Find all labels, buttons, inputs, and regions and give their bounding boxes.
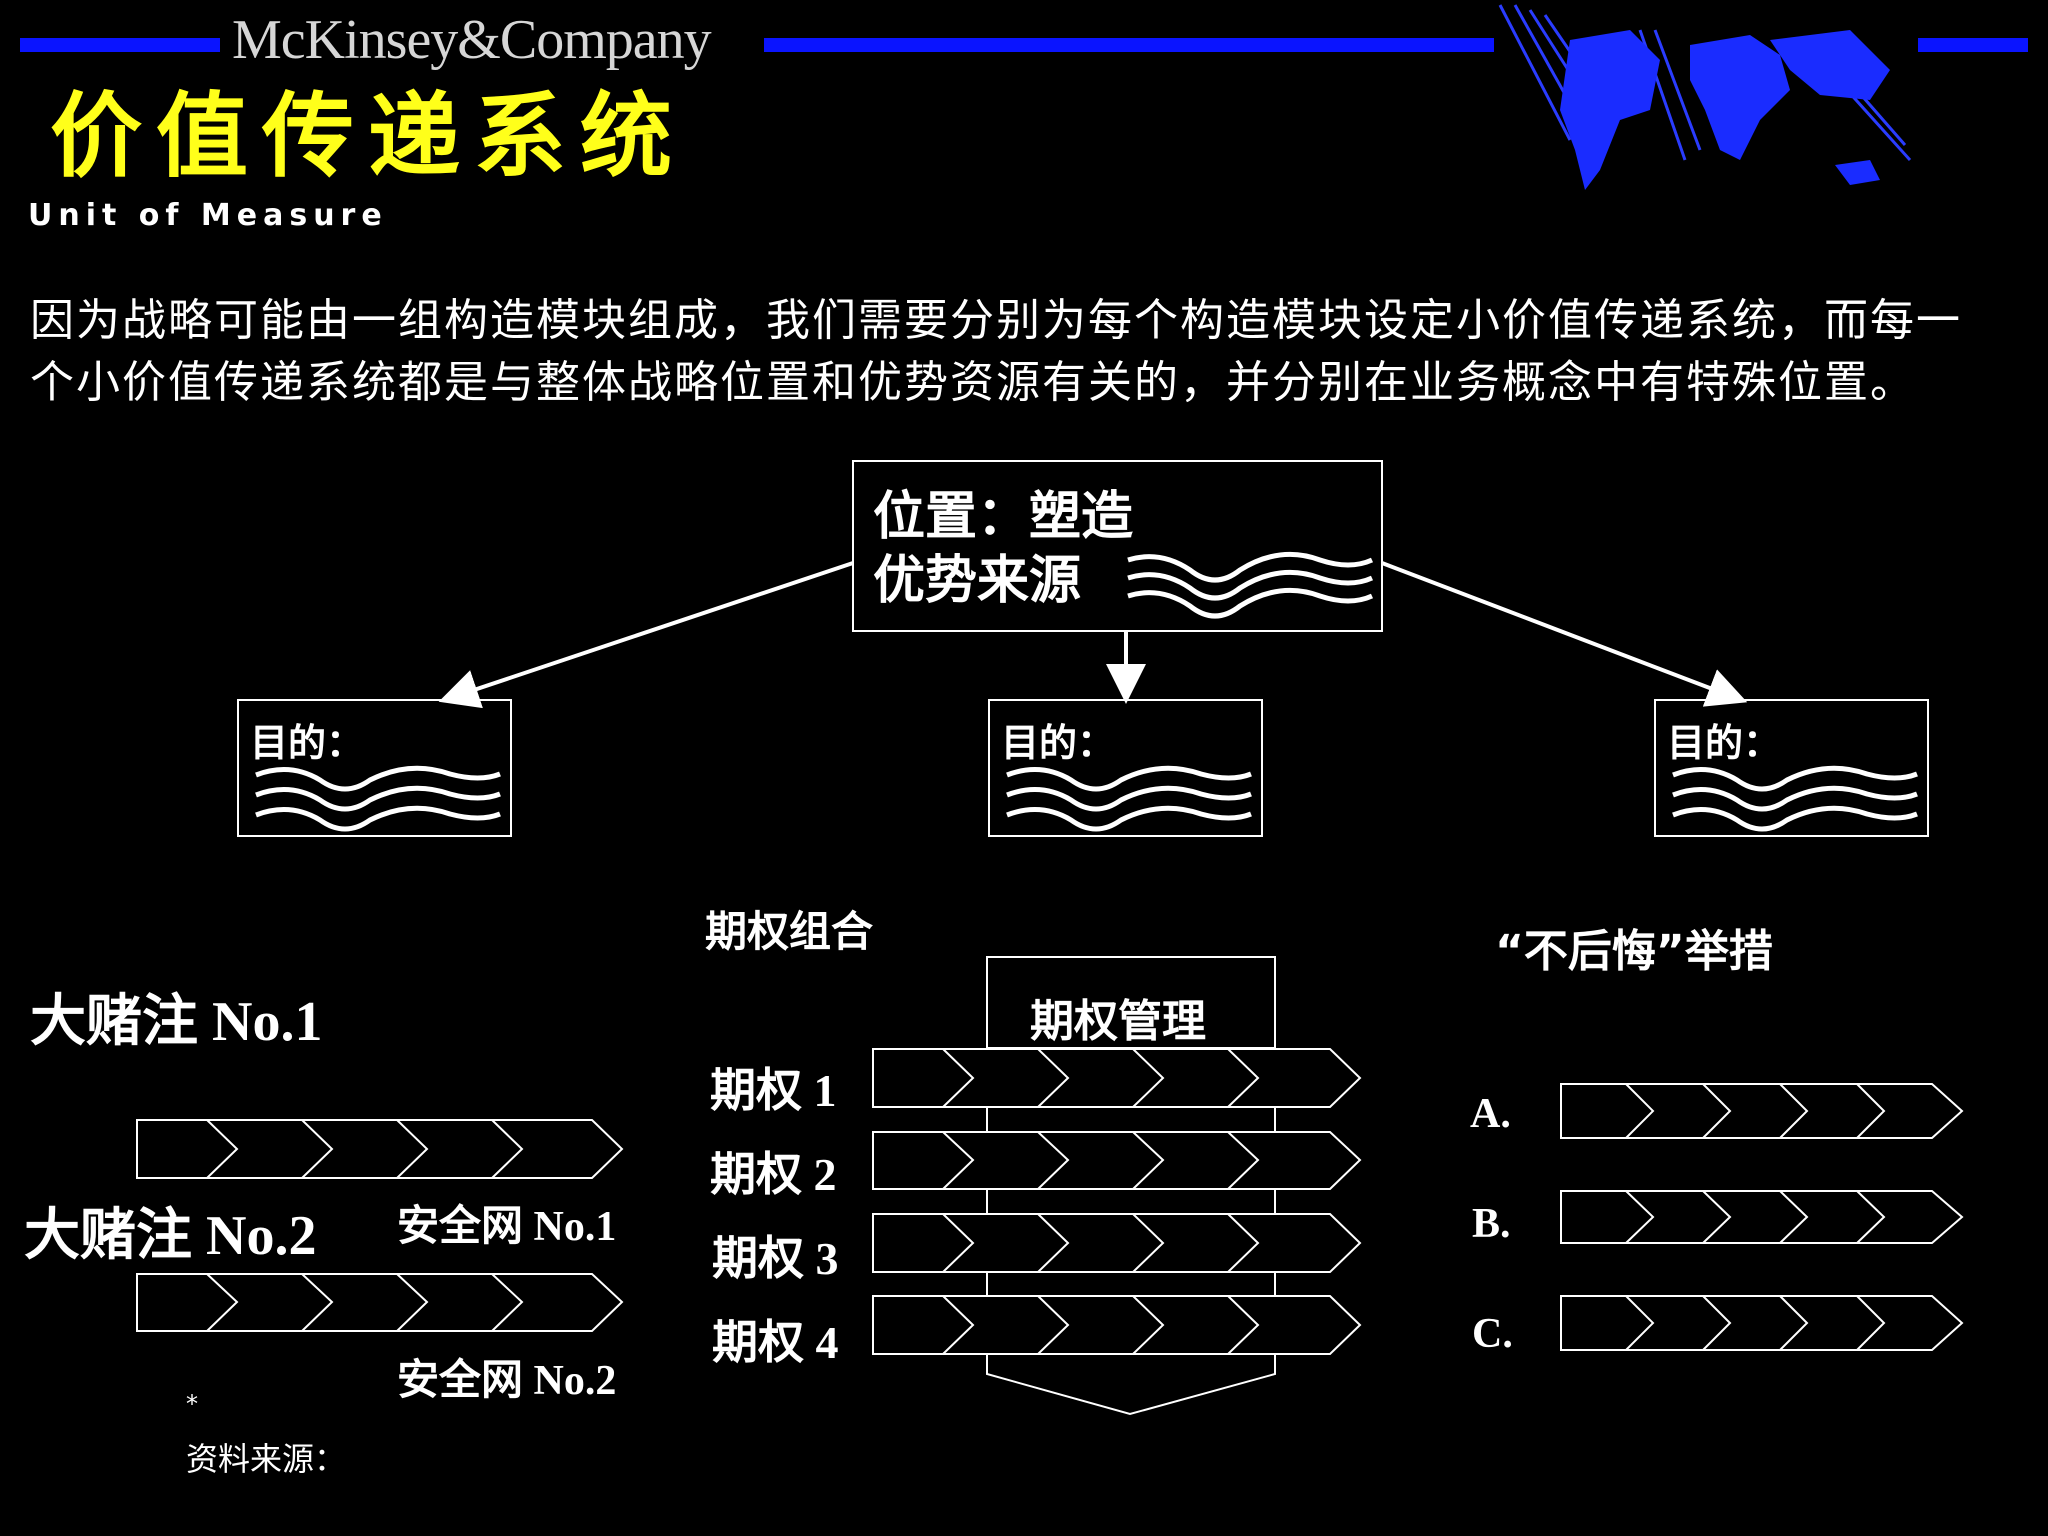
options-manager-label: 期权管理 [1030,996,1206,1047]
option-chevron-1 [872,1048,1362,1108]
safety-net-2-label: 安全网 No.2 [397,1358,617,1404]
option-4-label: 期权 4 [712,1317,839,1368]
position-line-1: 位置：塑造 [873,489,1134,546]
big-bet-2-label: 大赌注 No.2 [24,1205,317,1267]
brand-logo: McKinsey&Company [232,9,712,71]
purpose-box-3 [1654,699,1929,837]
no-regret-a-label: A. [1470,1091,1511,1137]
option-2-label: 期权 2 [710,1149,837,1200]
footnote-marker: * [186,1390,198,1418]
option-chevron-4 [872,1295,1362,1355]
purpose-label-1: 目的： [250,723,365,765]
header-bar-right [1918,38,2028,52]
option-3-label: 期权 3 [712,1233,839,1284]
scribble-purpose-1 [255,765,501,832]
world-map-icon [1498,4,1912,190]
no-regret-heading: “不后悔”举措 [1495,926,1773,977]
scribble-purpose-2 [1006,765,1252,832]
purpose-box-2 [988,699,1263,837]
option-chevron-3 [872,1213,1362,1273]
page-title: 价值传递系统 [50,83,687,190]
bet-chevron-2 [136,1273,624,1332]
noregret-chevron-b [1560,1190,1964,1244]
bet-chevron-1 [136,1119,624,1179]
position-box [852,460,1383,632]
unit-of-measure: Unit of Measure [28,198,388,233]
option-chevron-2 [872,1131,1362,1190]
source-footnote: 资料来源： [186,1440,347,1478]
arrow-right [1381,561,1748,707]
no-regret-b-label: B. [1472,1201,1511,1247]
purpose-label-3: 目的： [1667,723,1782,765]
purpose-label-2: 目的： [1001,723,1116,765]
intro-paragraph: 因为战略可能由一组构造模块组成，我们需要分别为每个构造模块设定小价值传递系统，而… [30,295,1962,408]
scribble-top [1127,551,1374,619]
options-portfolio-heading: 期权组合 [705,907,874,956]
big-bet-1-label: 大赌注 No.1 [30,991,323,1053]
arrow-left [438,561,854,709]
noregret-chevron-c [1560,1295,1964,1351]
safety-net-1-label: 安全网 No.1 [397,1204,617,1250]
purpose-box-1 [237,699,512,837]
option-1-label: 期权 1 [710,1065,837,1116]
noregret-chevron-a [1560,1083,1964,1139]
no-regret-c-label: C. [1472,1311,1513,1357]
header-bar-left [20,38,220,52]
position-line-2: 优势来源 [873,553,1082,610]
header-bar-middle [764,38,1494,52]
scribble-purpose-3 [1672,765,1918,832]
